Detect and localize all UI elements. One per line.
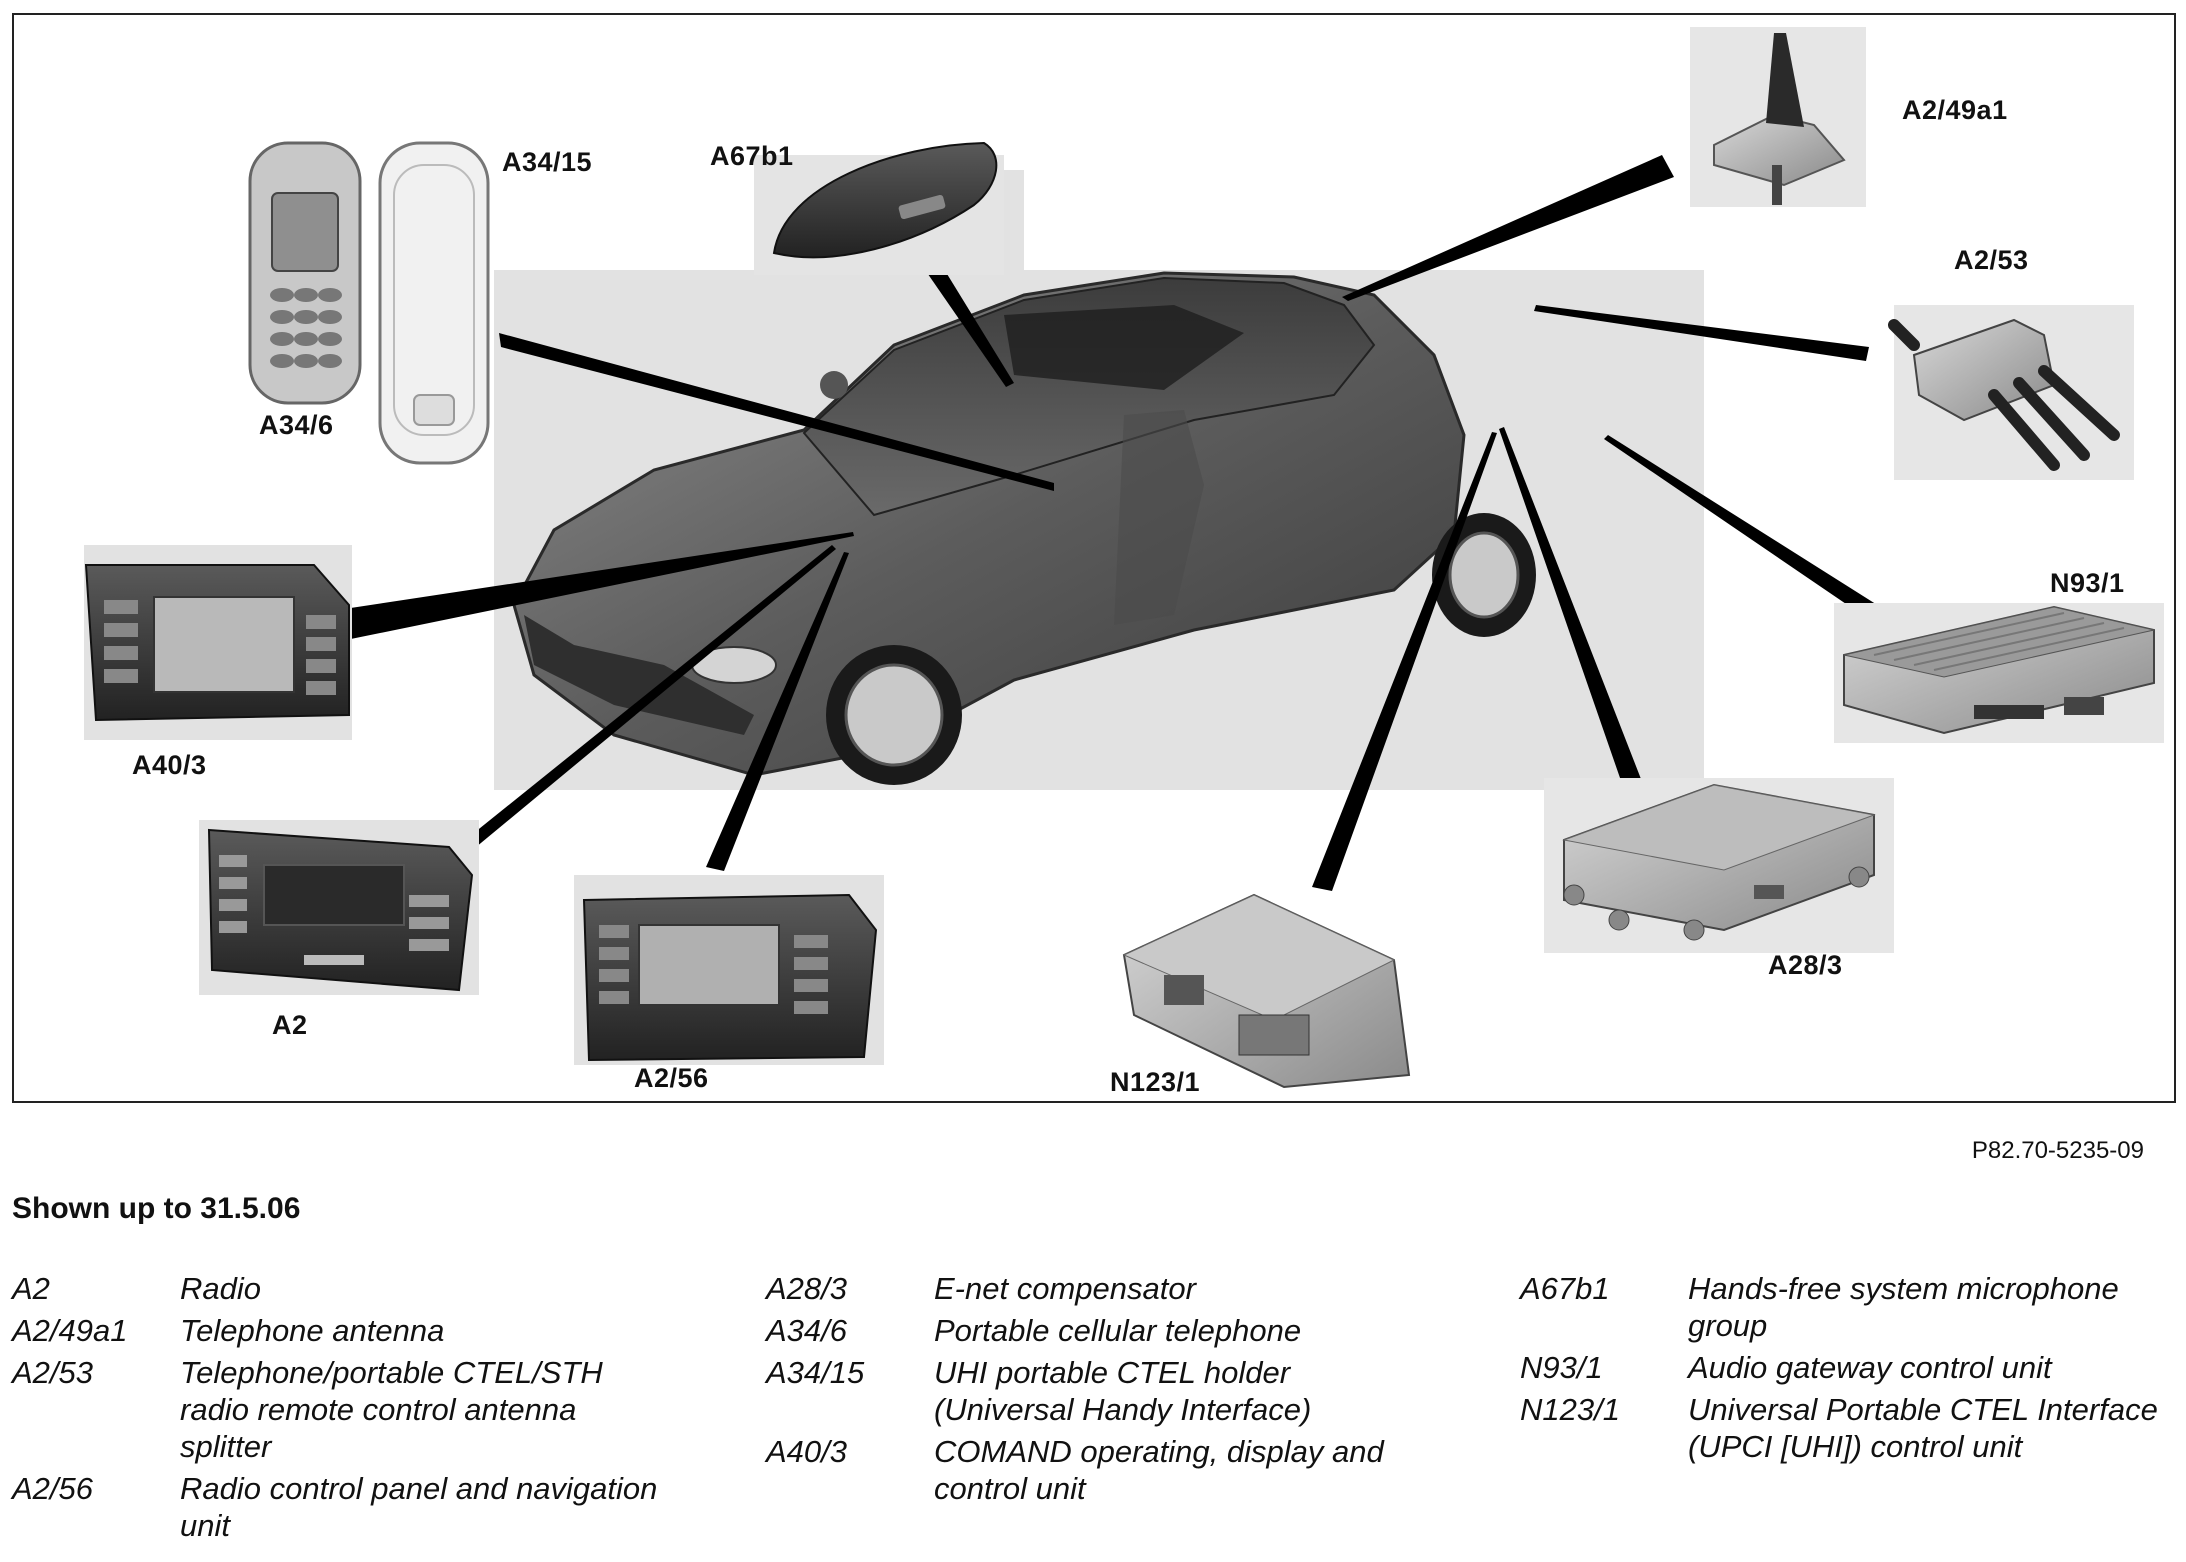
phone-holder-picture bbox=[378, 141, 490, 465]
callout-n123-1: N123/1 bbox=[1110, 1067, 1201, 1097]
legend-row: A67b1 Hands-free system microphone group bbox=[1520, 1270, 2168, 1344]
legend-desc: COMAND operating, display and control un… bbox=[934, 1434, 1384, 1506]
legend-row: A40/3 COMAND operating, display and cont… bbox=[766, 1433, 1414, 1507]
legend-row: A34/15 UHI portable CTEL holder (Univers… bbox=[766, 1354, 1414, 1428]
component-location-diagram: A34/15 A67b1 A2/49a1 A2/53 A34/6 N93/1 A… bbox=[12, 13, 2176, 1103]
legend-desc: Universal Portable CTEL Interface (UPCI … bbox=[1688, 1392, 2158, 1464]
microphone-mirror-picture bbox=[754, 141, 1004, 275]
legend-column-1: A2 Radio A2/49a1 Telephone antenna A2/53… bbox=[12, 1270, 660, 1549]
legend-row: A28/3 E-net compensator bbox=[766, 1270, 1414, 1307]
leader-lines bbox=[341, 155, 1890, 891]
antenna-splitter-picture bbox=[1888, 305, 2134, 480]
radio-picture bbox=[199, 820, 479, 995]
radio-control-panel-picture bbox=[574, 875, 884, 1065]
legend-row: N93/1 Audio gateway control unit bbox=[1520, 1349, 2168, 1386]
legend-desc: Telephone/portable CTEL/STH radio remote… bbox=[180, 1355, 603, 1464]
figure-id: P82.70-5235-09 bbox=[1971, 1137, 2144, 1164]
legend-code: N93/1 bbox=[1520, 1350, 1603, 1385]
legend-code: A2 bbox=[12, 1271, 50, 1306]
caption: Shown up to 31.5.06 bbox=[12, 1192, 301, 1225]
legend-code: A34/6 bbox=[766, 1313, 848, 1348]
legend-code: A2/56 bbox=[12, 1471, 94, 1506]
portable-phone-picture bbox=[248, 141, 362, 405]
legend-row: A2 Radio bbox=[12, 1270, 660, 1307]
callout-a2: A2 bbox=[272, 1010, 308, 1040]
legend-row: A34/6 Portable cellular telephone bbox=[766, 1312, 1414, 1349]
e-net-compensator-picture bbox=[1544, 778, 1894, 953]
legend-column-3: A67b1 Hands-free system microphone group… bbox=[1520, 1270, 2168, 1470]
telephone-antenna-picture bbox=[1690, 27, 1866, 207]
upci-control-unit-picture bbox=[1122, 893, 1411, 1089]
legend-desc: Radio bbox=[180, 1271, 261, 1306]
diagram-illustration bbox=[84, 27, 2164, 1089]
legend-column-2: A28/3 E-net compensator A34/6 Portable c… bbox=[766, 1270, 1414, 1512]
callout-a34-6: A34/6 bbox=[259, 410, 334, 440]
callout-a28-3: A28/3 bbox=[1768, 950, 1843, 980]
legend-code: A67b1 bbox=[1520, 1271, 1610, 1306]
legend-desc: Telephone antenna bbox=[180, 1313, 445, 1348]
audio-gateway-picture bbox=[1834, 603, 2164, 743]
legend-code: A2/53 bbox=[12, 1355, 94, 1390]
legend-row: N123/1 Universal Portable CTEL Interface… bbox=[1520, 1391, 2168, 1465]
legend-code: A2/49a1 bbox=[12, 1313, 128, 1348]
legend-desc: Audio gateway control unit bbox=[1688, 1350, 2052, 1385]
legend-code: N123/1 bbox=[1520, 1392, 1620, 1427]
callout-n93-1: N93/1 bbox=[2050, 568, 2125, 598]
legend-row: A2/49a1 Telephone antenna bbox=[12, 1312, 660, 1349]
callout-a2-56: A2/56 bbox=[634, 1063, 709, 1093]
comand-unit-picture bbox=[84, 545, 352, 740]
callout-a40-3: A40/3 bbox=[132, 750, 207, 780]
legend-desc: Hands-free system microphone group bbox=[1688, 1271, 2119, 1343]
legend-desc: UHI portable CTEL holder (Universal Hand… bbox=[934, 1355, 1312, 1427]
legend-desc: Portable cellular telephone bbox=[934, 1313, 1302, 1348]
legend-code: A34/15 bbox=[766, 1355, 865, 1390]
legend-row: A2/56 Radio control panel and navigation… bbox=[12, 1470, 660, 1544]
callout-a67b1: A67b1 bbox=[710, 141, 794, 171]
legend-desc: Radio control panel and navigation unit bbox=[180, 1471, 658, 1543]
legend-row: A2/53 Telephone/portable CTEL/STH radio … bbox=[12, 1354, 660, 1465]
callout-a34-15: A34/15 bbox=[502, 147, 593, 177]
legend-code: A28/3 bbox=[766, 1271, 848, 1306]
car-illustration bbox=[512, 271, 1536, 785]
callout-a2-49a1: A2/49a1 bbox=[1902, 95, 2008, 125]
legend-code: A40/3 bbox=[766, 1434, 848, 1469]
legend-desc: E-net compensator bbox=[934, 1271, 1196, 1306]
callout-a2-53: A2/53 bbox=[1954, 245, 2029, 275]
